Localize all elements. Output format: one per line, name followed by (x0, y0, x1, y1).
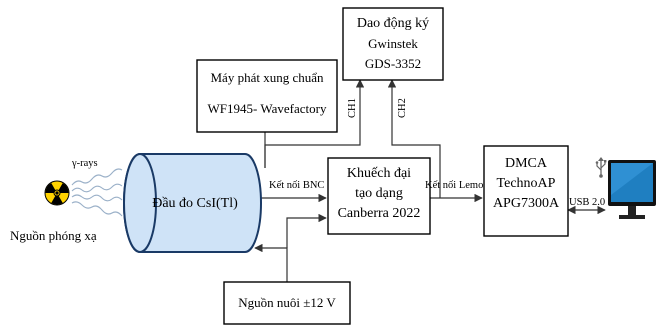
source-label: Nguồn phóng xạ (10, 228, 97, 243)
bnc-connection-label: Kết nối BNC (269, 180, 324, 191)
dmca-model: APG7300A (493, 196, 560, 211)
pulse-generator-model: WF1945- Wavefactory (208, 101, 327, 116)
gamma-rays-label: γ-rays (71, 158, 98, 169)
oscilloscope-brand: Gwinstek (368, 36, 418, 51)
oscilloscope-model: GDS-3352 (365, 56, 421, 71)
lemo-connection-label: Kết nối Lemo (425, 180, 483, 191)
dmca-box: DMCA TechnoAP APG7300A (484, 146, 568, 236)
pulse-generator-box: Máy phát xung chuẩn WF1945- Wavefactory (197, 60, 337, 132)
amplifier-model: Canberra 2022 (338, 206, 421, 221)
power-supply-label: Nguồn nuôi ±12 V (238, 295, 336, 310)
oscilloscope-box: Dao động ký Gwinstek GDS-3352 (343, 8, 443, 80)
oscilloscope-title: Dao động ký (357, 16, 429, 31)
amplifier-line1: Khuếch đại (347, 166, 411, 181)
dmca-title: DMCA (505, 156, 548, 171)
amplifier-box: Khuếch đại tạo dạng Canberra 2022 (328, 158, 430, 234)
usb-connection-label: USB 2.0 (569, 197, 605, 208)
ch2-label: CH2 (397, 98, 408, 118)
power-to-amplifier-wire (287, 218, 326, 248)
pulse-generator-name: Máy phát xung chuẩn (210, 70, 324, 85)
radiation-source: γ-rays Nguồn phóng xạ (10, 158, 98, 243)
dmca-brand: TechnoAP (497, 176, 556, 191)
monitor-icon (608, 160, 656, 219)
detector: Đầu đo CsI(Tl) (124, 154, 261, 252)
ch1-label: CH1 (347, 98, 358, 118)
detector-label: Đầu đo CsI(Tl) (152, 196, 238, 211)
gamma-ray-waves (72, 169, 122, 216)
amplifier-line2: tạo dạng (355, 186, 403, 201)
usb-icon (596, 157, 607, 178)
power-supply-box: Nguồn nuôi ±12 V (224, 282, 350, 324)
power-to-detector-wire (255, 248, 287, 282)
radiation-icon (45, 181, 69, 205)
